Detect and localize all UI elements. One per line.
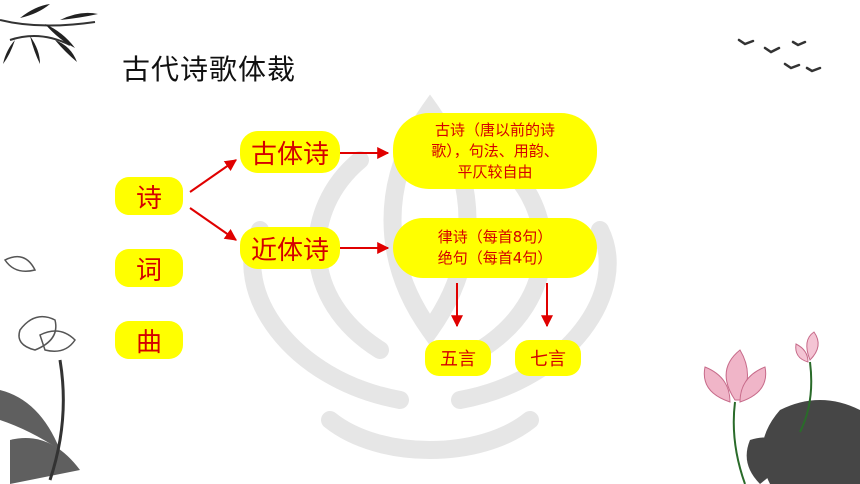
modern-desc-box: 律诗（每首8句） 绝句（每首4句）: [393, 218, 597, 278]
modern-poetry-box: 近体诗: [240, 227, 340, 269]
five-character-label: 五言: [440, 349, 476, 370]
modern-poetry-label: 近体诗: [250, 235, 329, 266]
genre-ci-label: 词: [135, 255, 162, 286]
genre-qu-label: 曲: [135, 327, 162, 358]
arrow-to-modern: [189, 207, 237, 241]
genre-shi-label: 诗: [135, 183, 162, 214]
page-title: 古代诗歌体裁: [122, 53, 297, 86]
lotus-flower-right-icon: [703, 331, 860, 484]
seven-character-box: 七言: [515, 340, 581, 376]
genre-qu: 曲: [115, 321, 183, 359]
bamboo-ink-icon: [0, 4, 98, 64]
ancient-desc-line-2: 歌），句法、用韵、: [431, 141, 559, 160]
modern-desc-line-2: 绝句（每首4句）: [437, 249, 553, 267]
arrow-to-ancient: [189, 159, 237, 193]
seven-character-label: 七言: [530, 349, 566, 370]
ancient-poetry-label: 古体诗: [250, 139, 329, 170]
five-character-box: 五言: [425, 340, 491, 376]
genre-shi: 诗: [115, 177, 183, 215]
lotus-flower-left-icon: [0, 255, 80, 484]
ancient-desc-box: 古诗（唐以前的诗 歌），句法、用韵、 平仄较自由: [393, 113, 597, 189]
ancient-poetry-box: 古体诗: [240, 131, 340, 173]
ancient-desc-line-3: 平仄较自由: [457, 162, 533, 181]
genre-ci: 词: [115, 249, 183, 287]
birds-icon: [737, 38, 822, 73]
ancient-desc-line-1: 古诗（唐以前的诗: [434, 120, 555, 139]
modern-desc-line-1: 律诗（每首8句）: [437, 228, 553, 246]
